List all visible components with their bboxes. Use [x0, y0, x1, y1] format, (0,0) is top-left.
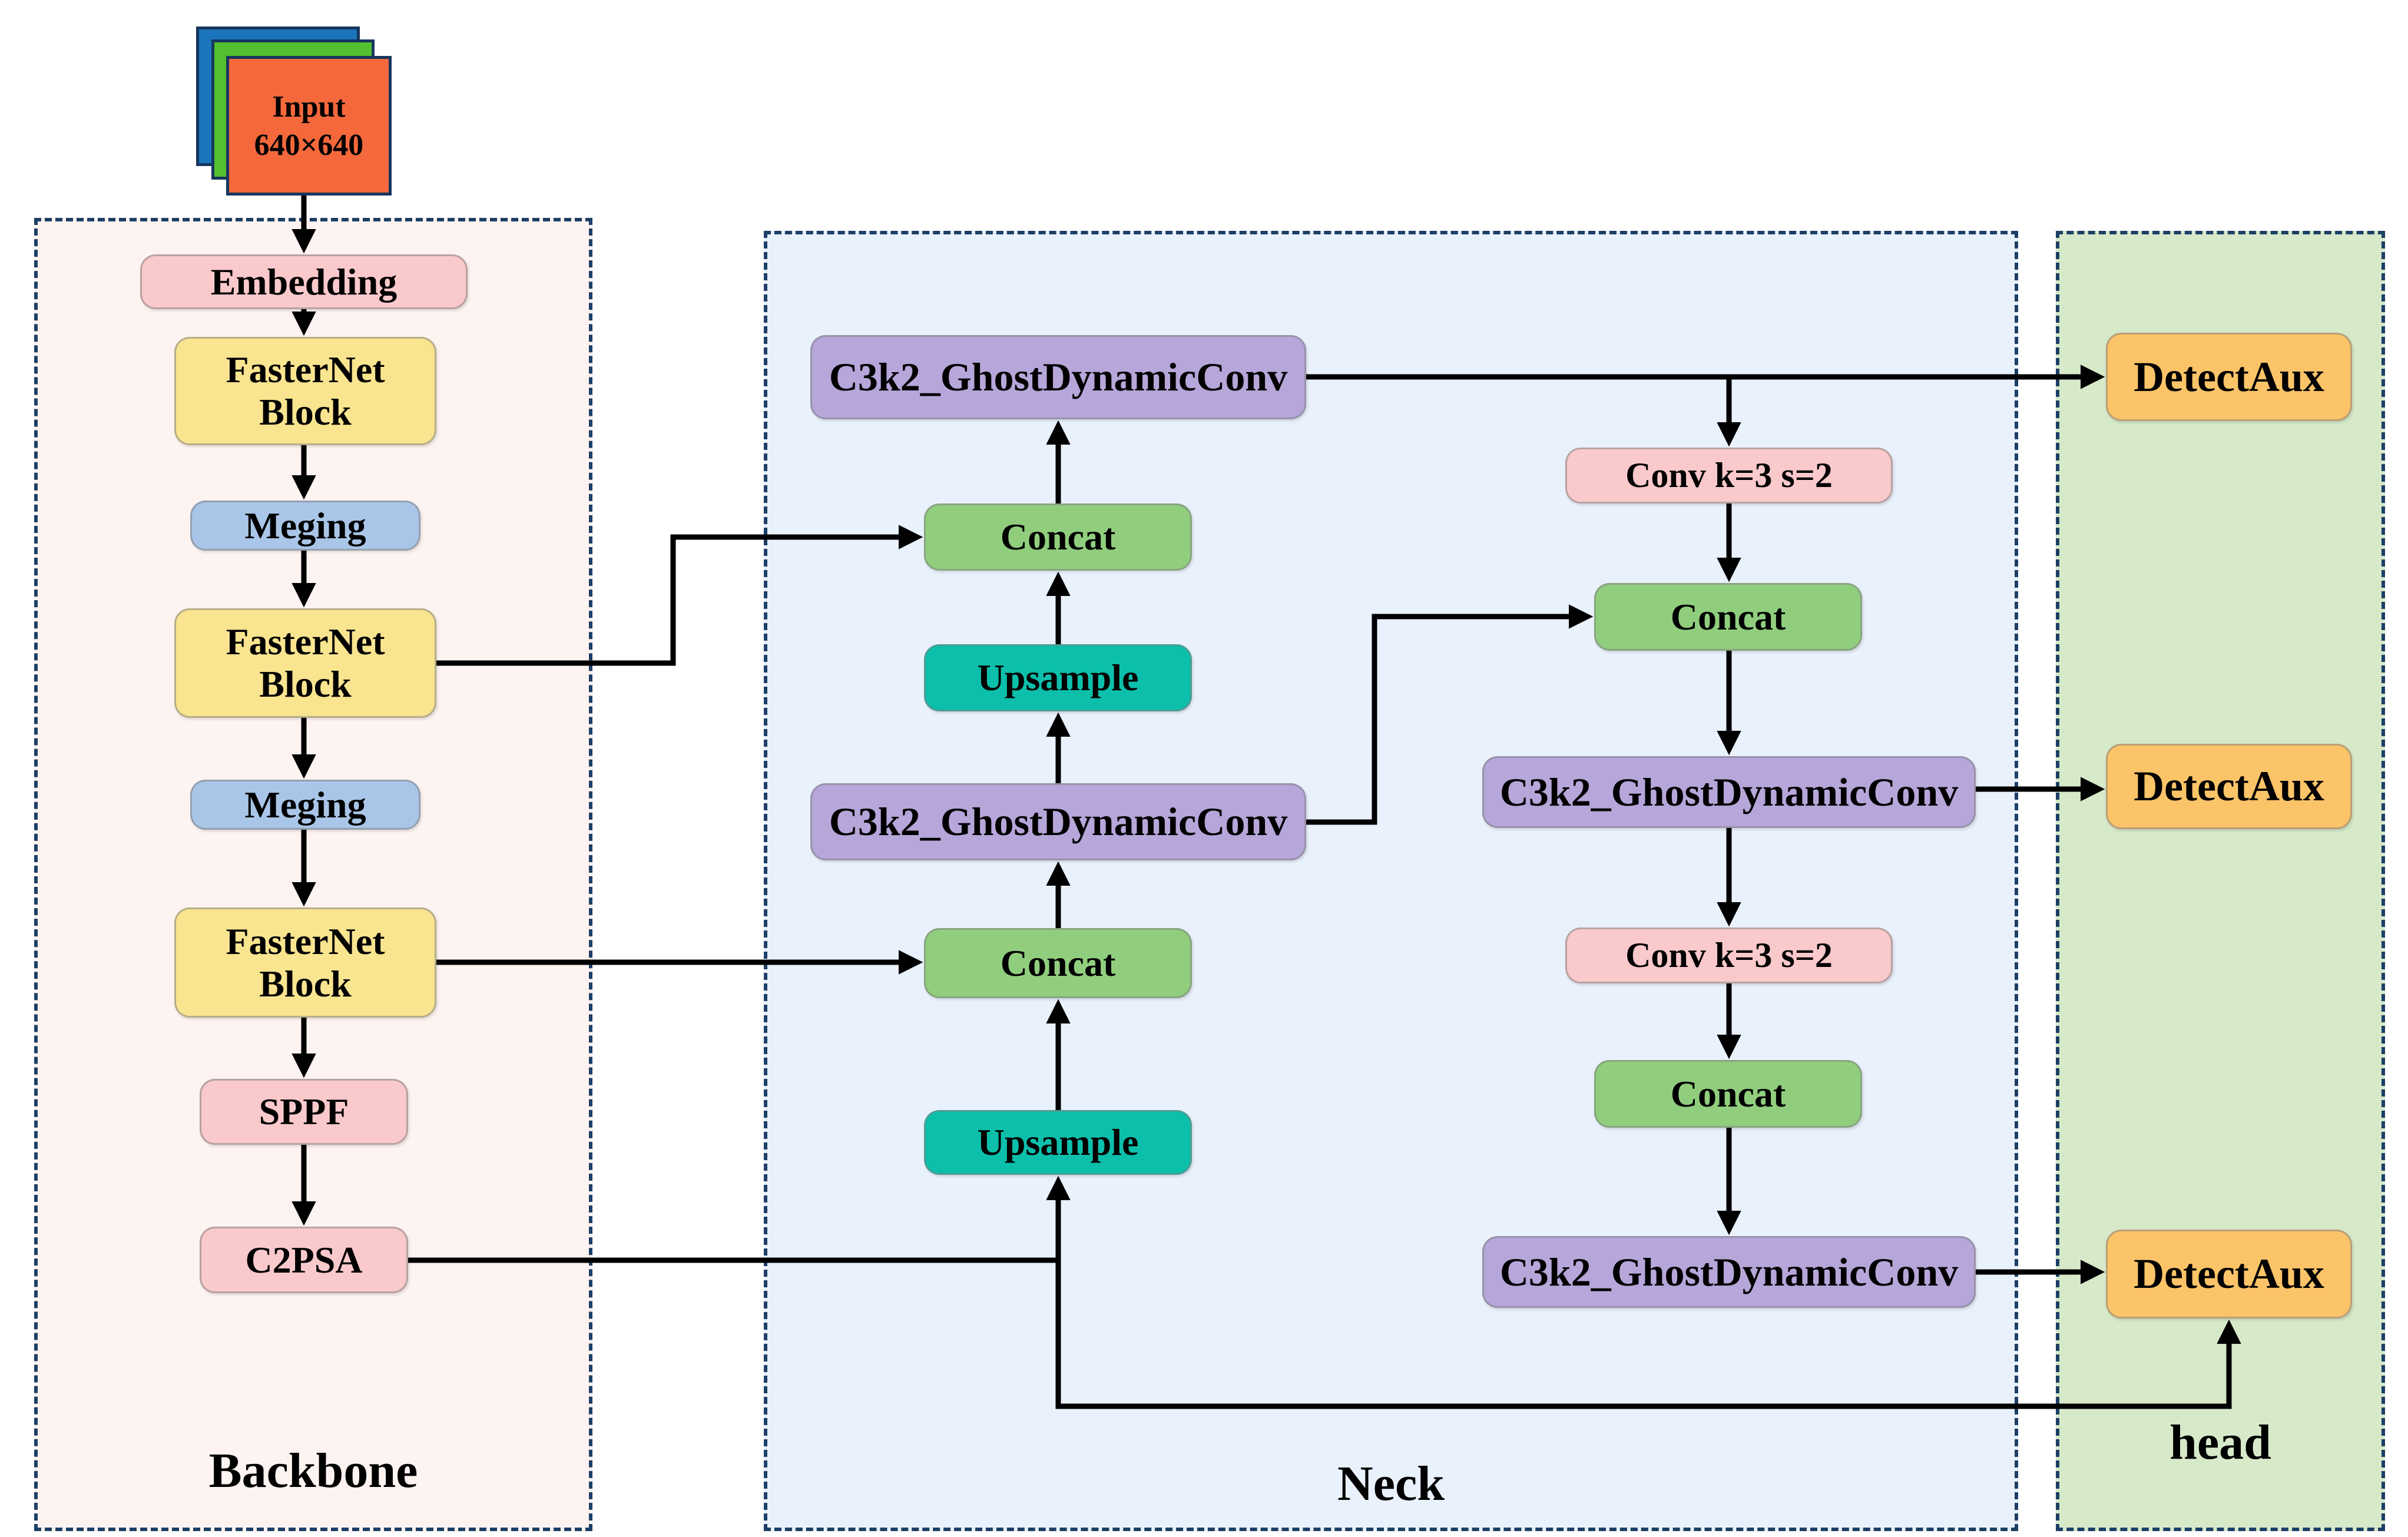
c3k2-ghostdynamicconv-right-bottom-box: C3k2_GhostDynamicConv: [1482, 1236, 1976, 1308]
concat-top-box: Concat: [924, 504, 1192, 571]
backbone-label: Backbone: [208, 1443, 418, 1498]
concat-right-top-box: Concat: [1594, 583, 1862, 651]
head-panel: head: [2056, 231, 2385, 1531]
embedding-box: Embedding: [140, 254, 468, 309]
c3k2-ghostdynamicconv-mid-box: C3k2_GhostDynamicConv: [810, 783, 1306, 860]
input-label: Input 640×640: [254, 90, 364, 162]
head-label: head: [2169, 1415, 2271, 1470]
conv-k3-s2-top-box: Conv k=3 s=2: [1565, 448, 1893, 504]
c3k2-ghostdynamicconv-top-box: C3k2_GhostDynamicConv: [810, 335, 1306, 419]
detectaux-1-box: DetectAux: [2106, 333, 2352, 421]
meging-2-box: Meging: [190, 780, 420, 830]
meging-1-box: Meging: [190, 501, 420, 551]
detectaux-3-box: DetectAux: [2106, 1230, 2352, 1319]
fasternet-block-2-box: FasterNet Block: [174, 608, 436, 718]
conv-k3-s2-bottom-box: Conv k=3 s=2: [1565, 928, 1893, 983]
fasternet-block-3-box: FasterNet Block: [174, 907, 436, 1018]
upsample-bottom-box: Upsample: [924, 1110, 1192, 1175]
fasternet-block-1-box: FasterNet Block: [174, 337, 436, 445]
neck-panel: Neck: [764, 231, 2018, 1531]
input-image-front-square: Input 640×640: [226, 56, 392, 196]
upsample-top-box: Upsample: [924, 644, 1192, 711]
concat-right-bottom-box: Concat: [1594, 1060, 1862, 1128]
detectaux-2-box: DetectAux: [2106, 744, 2352, 829]
sppf-box: SPPF: [200, 1079, 408, 1145]
neck-label: Neck: [1337, 1456, 1445, 1511]
concat-bottom-box: Concat: [924, 928, 1192, 998]
c2psa-box: C2PSA: [200, 1227, 408, 1293]
c3k2-ghostdynamicconv-right-top-box: C3k2_GhostDynamicConv: [1482, 756, 1976, 828]
